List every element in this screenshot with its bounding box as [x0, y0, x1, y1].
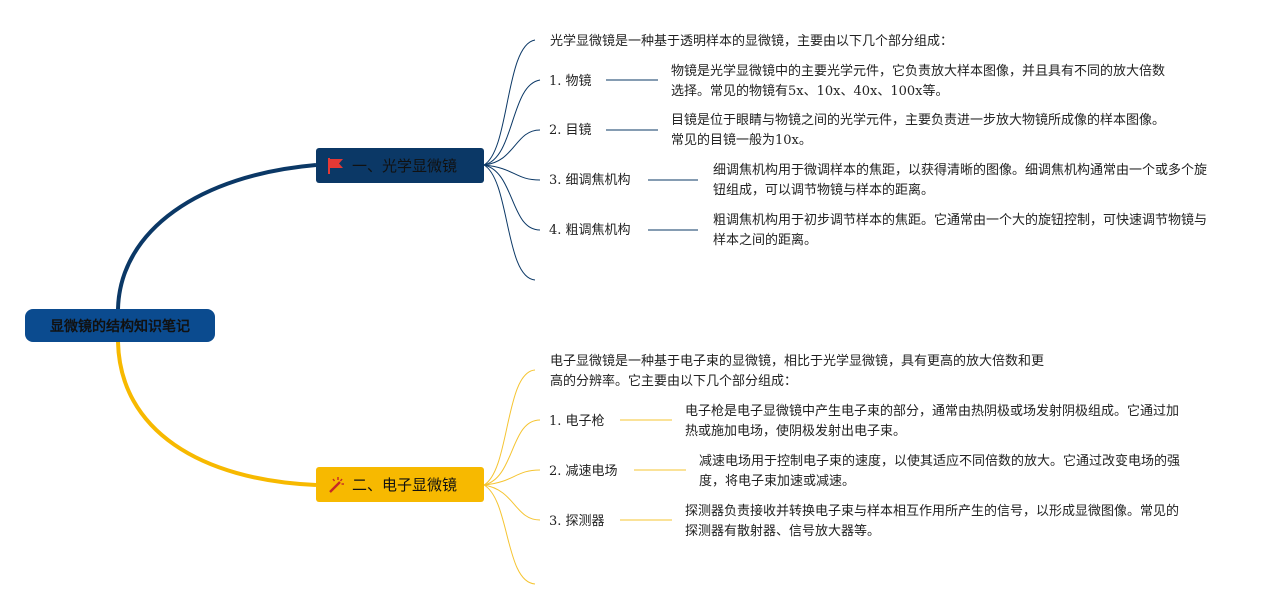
root-node[interactable]: 显微镜的结构知识笔记: [25, 309, 215, 342]
sub-item-desc: 减速电场用于控制电子束的速度，以使其适应不同倍数的放大。它通过改变电场的强度，将…: [699, 454, 1181, 489]
branch-label: 二、电子显微镜: [352, 476, 458, 494]
wand-icon: [329, 476, 344, 493]
sub-item-desc: 电子枪是电子显微镜中产生电子束的部分，通常由热阴极或场发射阴极组成。它通过加热或…: [685, 404, 1180, 439]
sub-item-label[interactable]: 2. 目镜: [549, 123, 592, 138]
intro-text: 电子显微镜是一种基于电子束的显微镜，相比于光学显微镜，具有更高的放大倍数和更高的…: [550, 354, 1045, 389]
sub-item-label[interactable]: 1. 电子枪: [549, 414, 605, 429]
red-flag-icon: [328, 157, 343, 174]
sub-item-desc: 物镜是光学显微镜中的主要光学元件，它负责放大样本图像，并且具有不同的放大倍数选择…: [671, 64, 1166, 99]
sub-item-desc: 目镜是位于眼睛与物镜之间的光学元件，主要负责进一步放大物镜所成像的样本图像。常见…: [671, 113, 1166, 148]
root-label: 显微镜的结构知识笔记: [50, 318, 190, 335]
branch-label: 一、光学显微镜: [352, 157, 458, 175]
branch-electron-microscope[interactable]: 二、电子显微镜: [316, 467, 484, 502]
sub-item-desc: 细调焦机构用于微调样本的焦距，以获得清晰的图像。细调焦机构通常由一个或多个旋钮组…: [713, 163, 1208, 198]
sub-item-label[interactable]: 3. 探测器: [549, 514, 605, 529]
sub-item-desc: 探测器负责接收并转换电子束与样本相互作用所产生的信号，以形成显微图像。常见的探测…: [685, 504, 1180, 539]
branch-optical-microscope[interactable]: 一、光学显微镜: [316, 148, 484, 183]
sub-item-label[interactable]: 3. 细调焦机构: [549, 173, 631, 188]
intro-text: 光学显微镜是一种基于透明样本的显微镜，主要由以下几个部分组成：: [550, 34, 954, 49]
sub-item-label[interactable]: 2. 减速电场: [549, 464, 618, 479]
sub-item-label[interactable]: 4. 粗调焦机构: [549, 223, 631, 238]
sub-item-desc: 粗调焦机构用于初步调节样本的焦距。它通常由一个大的旋钮控制，可快速调节物镜与样本…: [713, 213, 1208, 248]
sub-item-label[interactable]: 1. 物镜: [549, 74, 592, 89]
